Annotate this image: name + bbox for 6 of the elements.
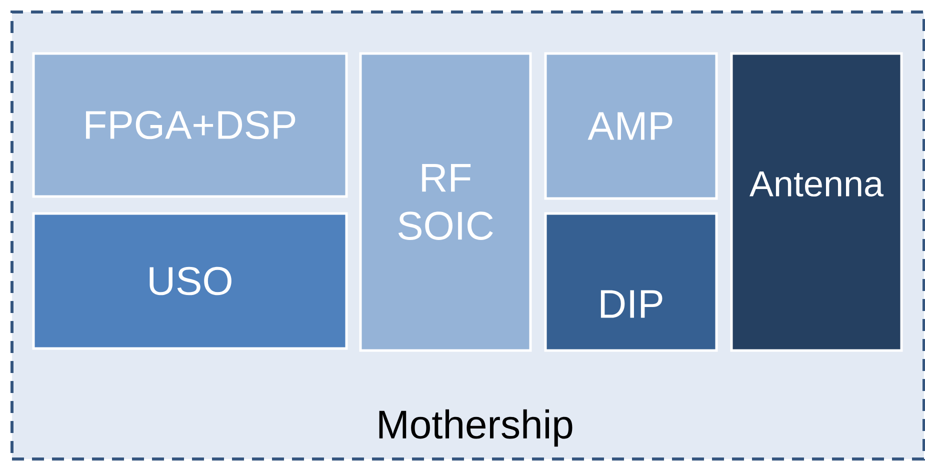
block-box: RF SOIC	[359, 52, 532, 352]
block-box: USO	[32, 212, 348, 350]
block-box: FPGA+DSP	[32, 52, 348, 198]
block-box: DIP	[544, 212, 718, 352]
block-box: AMP	[544, 52, 718, 200]
block-box: Antenna	[730, 52, 903, 352]
